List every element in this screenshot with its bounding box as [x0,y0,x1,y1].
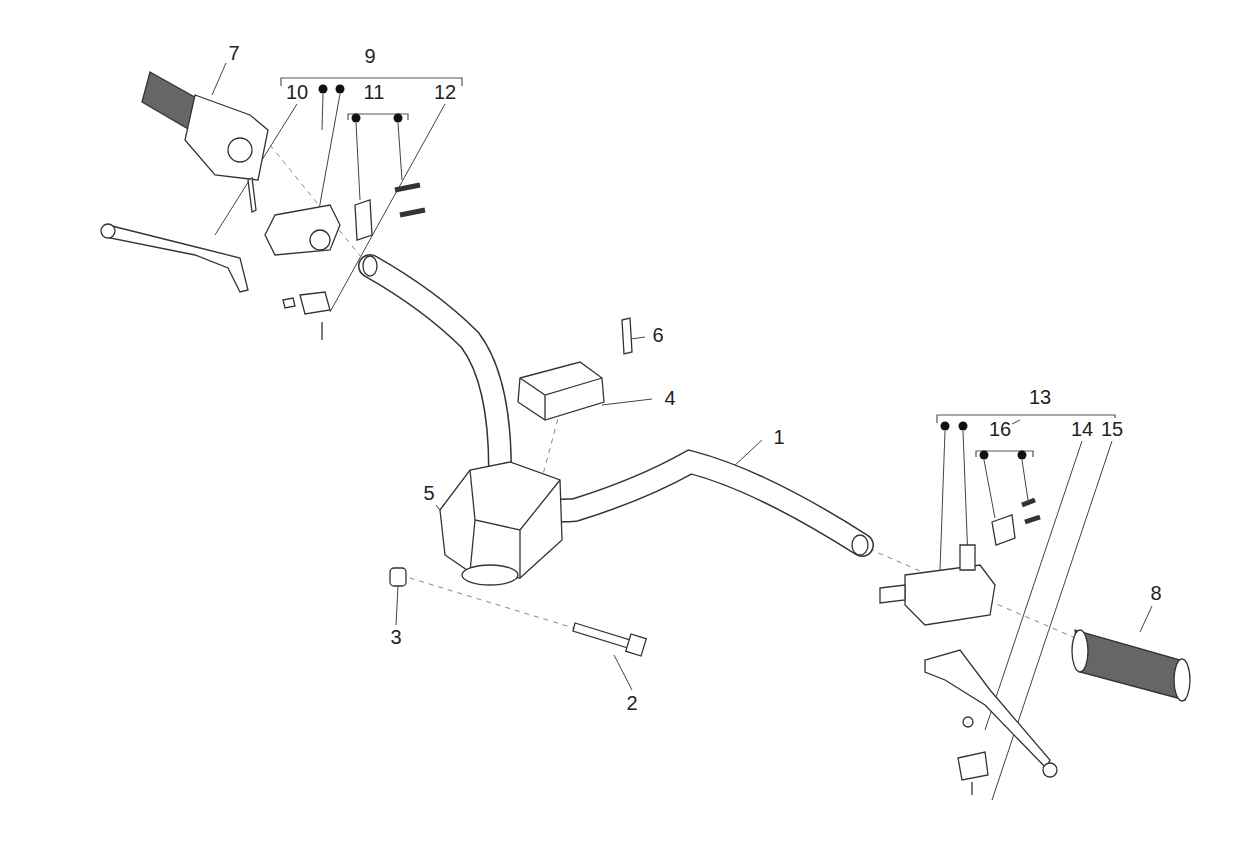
callout-number: 6 [651,324,664,346]
callout-number: 12 [433,81,457,103]
callout-number: 11 [363,81,386,103]
callout-number: 3 [389,626,402,648]
callout-number: 13 [1028,386,1052,408]
callout-number: 1 [772,426,785,448]
callout-number: 14 [1070,418,1094,440]
callout-number: 16 [988,418,1012,440]
callout-number: 5 [422,482,435,504]
callout-number: 10 [285,81,309,103]
callout-number: 2 [625,692,638,714]
callout-number: 8 [1149,582,1162,604]
callout-number: 9 [363,45,376,67]
callout-number: 4 [663,387,676,409]
callout-number: 15 [1100,418,1124,440]
callout-number: 7 [227,42,240,64]
